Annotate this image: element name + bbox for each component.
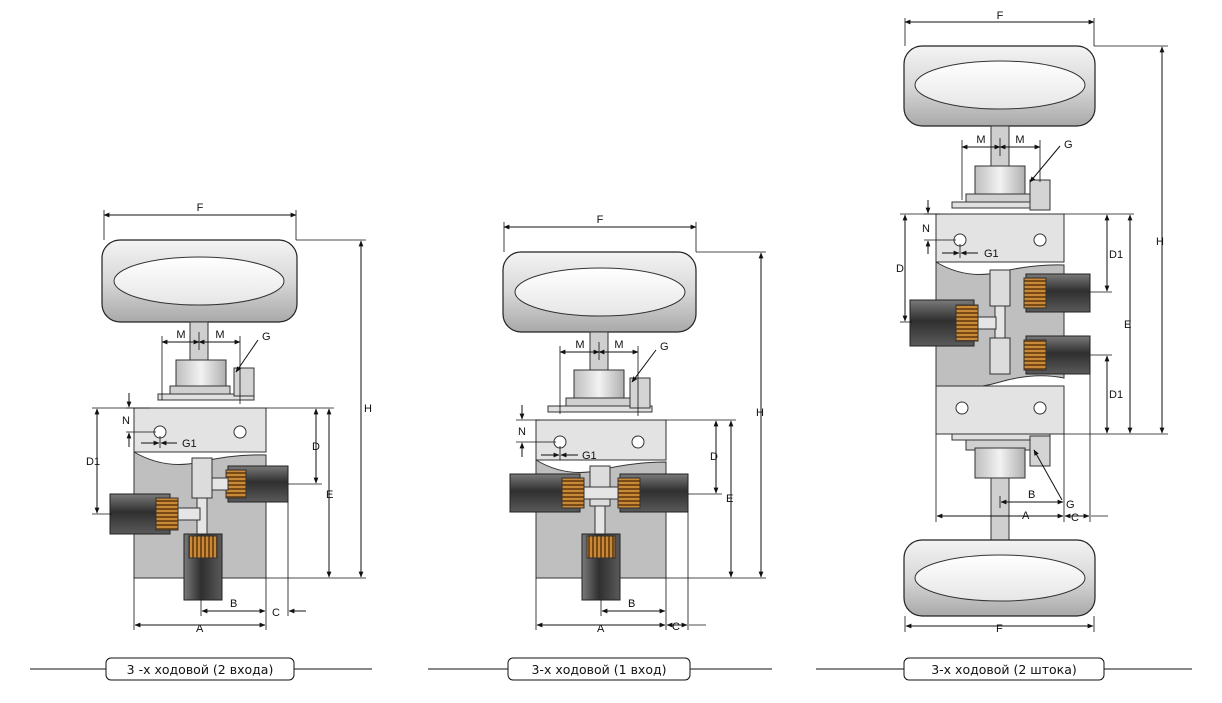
- dim-n: N: [122, 415, 130, 427]
- seat: [589, 465, 611, 507]
- dim-d1-top: D1: [1109, 249, 1123, 261]
- dim-d1: D1: [86, 456, 100, 468]
- thread-left: [155, 497, 179, 531]
- lock-nut-top: [1029, 179, 1051, 211]
- dim-g1: G1: [984, 248, 999, 260]
- thread-right: [225, 469, 247, 499]
- dim-m-right: M: [215, 329, 224, 341]
- handle-oval: [113, 256, 285, 306]
- packing-nut-bottom: [974, 447, 1026, 479]
- passage-right: [211, 477, 229, 491]
- dim-m-left: M: [575, 339, 584, 351]
- dim-a: A: [196, 623, 204, 635]
- dim-f-top: F: [997, 10, 1004, 22]
- lock-nut: [629, 377, 651, 409]
- packing-nut: [175, 359, 227, 389]
- caption-box: [903, 657, 1105, 681]
- body-top: [133, 407, 267, 453]
- handle-oval: [914, 554, 1086, 602]
- passage-left: [177, 507, 201, 521]
- dim-a: A: [1022, 510, 1030, 522]
- packing-nut-top: [974, 165, 1026, 197]
- caption-two-inlet: 3 -х ходовой (2 входа): [127, 662, 274, 677]
- dim-e: E: [726, 493, 733, 505]
- lock-nut: [233, 367, 255, 397]
- dim-c: C: [672, 621, 680, 633]
- seat-bottom: [989, 337, 1011, 375]
- dim-d: D: [896, 263, 904, 275]
- dim-b: B: [230, 598, 237, 610]
- passage: [594, 505, 606, 537]
- washer: [157, 393, 255, 401]
- thread-left: [561, 477, 585, 509]
- dim-f: F: [597, 214, 604, 226]
- dim-d1-bottom: D1: [1109, 389, 1123, 401]
- seat-top: [989, 269, 1011, 307]
- thread-bottom: [586, 535, 616, 559]
- thread-right: [617, 477, 641, 509]
- dim-m-left: M: [976, 134, 985, 146]
- mounting-hole: [1033, 401, 1047, 415]
- caption-one-inlet: 3-х ходовой (1 вход): [531, 662, 666, 677]
- dim-b: B: [1028, 489, 1035, 501]
- handle-oval: [914, 60, 1086, 110]
- mounting-hole: [631, 435, 645, 449]
- dim-n: N: [922, 223, 930, 235]
- dim-d: D: [312, 441, 320, 453]
- lock-nut-bottom: [1029, 435, 1051, 467]
- caption-box: [105, 657, 295, 681]
- dim-m-right: M: [1015, 134, 1024, 146]
- dim-f-bottom: F: [996, 623, 1003, 635]
- diagram-two-stem: F H M M G N G1 D D1 D1 E: [816, 10, 1192, 681]
- mounting-hole: [233, 425, 247, 439]
- dim-c: C: [272, 607, 280, 619]
- diagram-one-inlet: F H M M G N G1 D E B: [428, 214, 772, 681]
- dim-m-right: M: [614, 339, 623, 351]
- thread-right-top: [1023, 277, 1047, 309]
- dim-g-top: G: [1064, 139, 1073, 151]
- dim-c: C: [1071, 512, 1079, 524]
- stem-bottom: [990, 477, 1010, 541]
- dim-g: G: [262, 331, 271, 343]
- dim-m-left: M: [176, 329, 185, 341]
- dim-h: H: [364, 403, 372, 415]
- thread-left: [955, 304, 979, 342]
- dim-d: D: [710, 451, 718, 463]
- thread-right-bottom: [1023, 339, 1047, 371]
- dim-g: G: [660, 341, 669, 353]
- dim-g1: G1: [182, 438, 197, 450]
- dim-f: F: [197, 202, 204, 214]
- dim-h: H: [1156, 236, 1164, 248]
- passage-left: [977, 316, 997, 330]
- dim-e: E: [1124, 319, 1131, 331]
- seat: [191, 457, 213, 499]
- mounting-hole: [955, 401, 969, 415]
- dim-b: B: [628, 598, 635, 610]
- dim-g-bottom: G: [1066, 499, 1075, 511]
- mounting-hole: [1033, 233, 1047, 247]
- dim-n: N: [518, 426, 526, 438]
- dim-e: E: [326, 489, 333, 501]
- passage-cross: [583, 486, 619, 500]
- caption-box: [507, 657, 691, 681]
- washer: [547, 405, 653, 413]
- thread-bottom: [188, 535, 218, 559]
- handle-oval: [514, 267, 686, 317]
- diagram-two-inlet: F H M M G N G1 D1 D E: [30, 202, 372, 681]
- dim-g1: G1: [582, 450, 597, 462]
- packing-nut: [573, 369, 625, 401]
- dim-h: H: [756, 407, 764, 419]
- dim-a: A: [597, 623, 605, 635]
- caption-two-stem: 3-х ходовой (2 штока): [931, 662, 1077, 677]
